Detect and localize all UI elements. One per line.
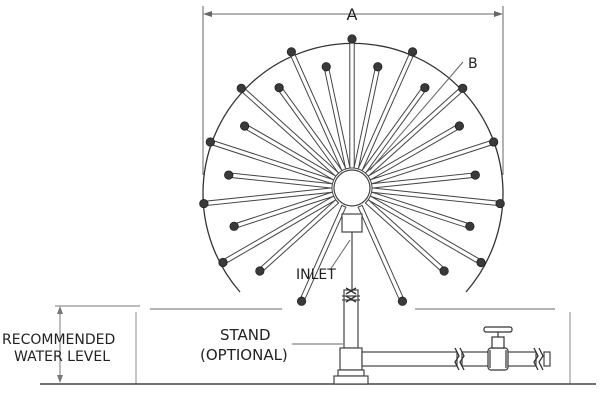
nozzle-arm	[357, 204, 404, 300]
water-level-label-line2: WATER LEVEL	[14, 349, 110, 365]
water-level-dimension	[55, 305, 140, 383]
nozzle-head	[199, 198, 209, 209]
nozzle-head	[397, 296, 408, 306]
nozzle-arm	[349, 42, 355, 169]
nozzle-head	[205, 137, 215, 147]
nozzle-head	[286, 47, 296, 57]
nozzle-head	[476, 257, 486, 268]
inlet-label: INLET	[296, 267, 336, 283]
nozzle-head	[321, 62, 331, 72]
nozzle-head	[420, 83, 430, 93]
stand-label-line2: (OPTIONAL)	[200, 346, 288, 364]
dimension-a-label: A	[347, 5, 358, 24]
dimension-a	[202, 6, 504, 175]
stand-pipe	[333, 289, 369, 385]
nozzle-head	[495, 198, 505, 209]
nozzle-head	[470, 170, 480, 180]
inlet-leader	[329, 239, 351, 271]
nozzle-head	[236, 83, 246, 93]
water-level-label-line1: RECOMMENDED	[2, 332, 115, 348]
nozzle-head	[296, 296, 307, 306]
stand-union	[345, 287, 357, 303]
inlet-fitting	[341, 213, 363, 290]
pipe-break-marks	[454, 347, 544, 371]
nozzle-head	[408, 47, 418, 57]
nozzle-head	[373, 62, 383, 72]
gate-valve-icon	[483, 326, 513, 371]
nozzle-head	[489, 137, 499, 147]
fountain-hub	[333, 169, 371, 207]
pool-walls	[135, 312, 571, 384]
nozzle-head	[347, 34, 357, 44]
nozzle-head	[229, 221, 239, 231]
nozzle-arm	[300, 204, 347, 300]
nozzle-head	[454, 121, 464, 131]
nozzle-head	[224, 170, 234, 180]
nozzle-b-label: B	[468, 56, 478, 72]
supply-pipe	[361, 351, 551, 367]
nozzle-head	[218, 257, 228, 268]
nozzle-head	[274, 83, 284, 93]
nozzle-b-leader	[369, 61, 464, 171]
nozzle-head	[255, 266, 265, 276]
nozzle-head	[458, 83, 468, 93]
nozzle-arms	[199, 34, 505, 306]
nozzle-head	[465, 221, 475, 231]
stand-label-line1: STAND	[220, 326, 271, 344]
nozzle-head	[240, 121, 250, 131]
nozzle-head	[439, 266, 449, 276]
